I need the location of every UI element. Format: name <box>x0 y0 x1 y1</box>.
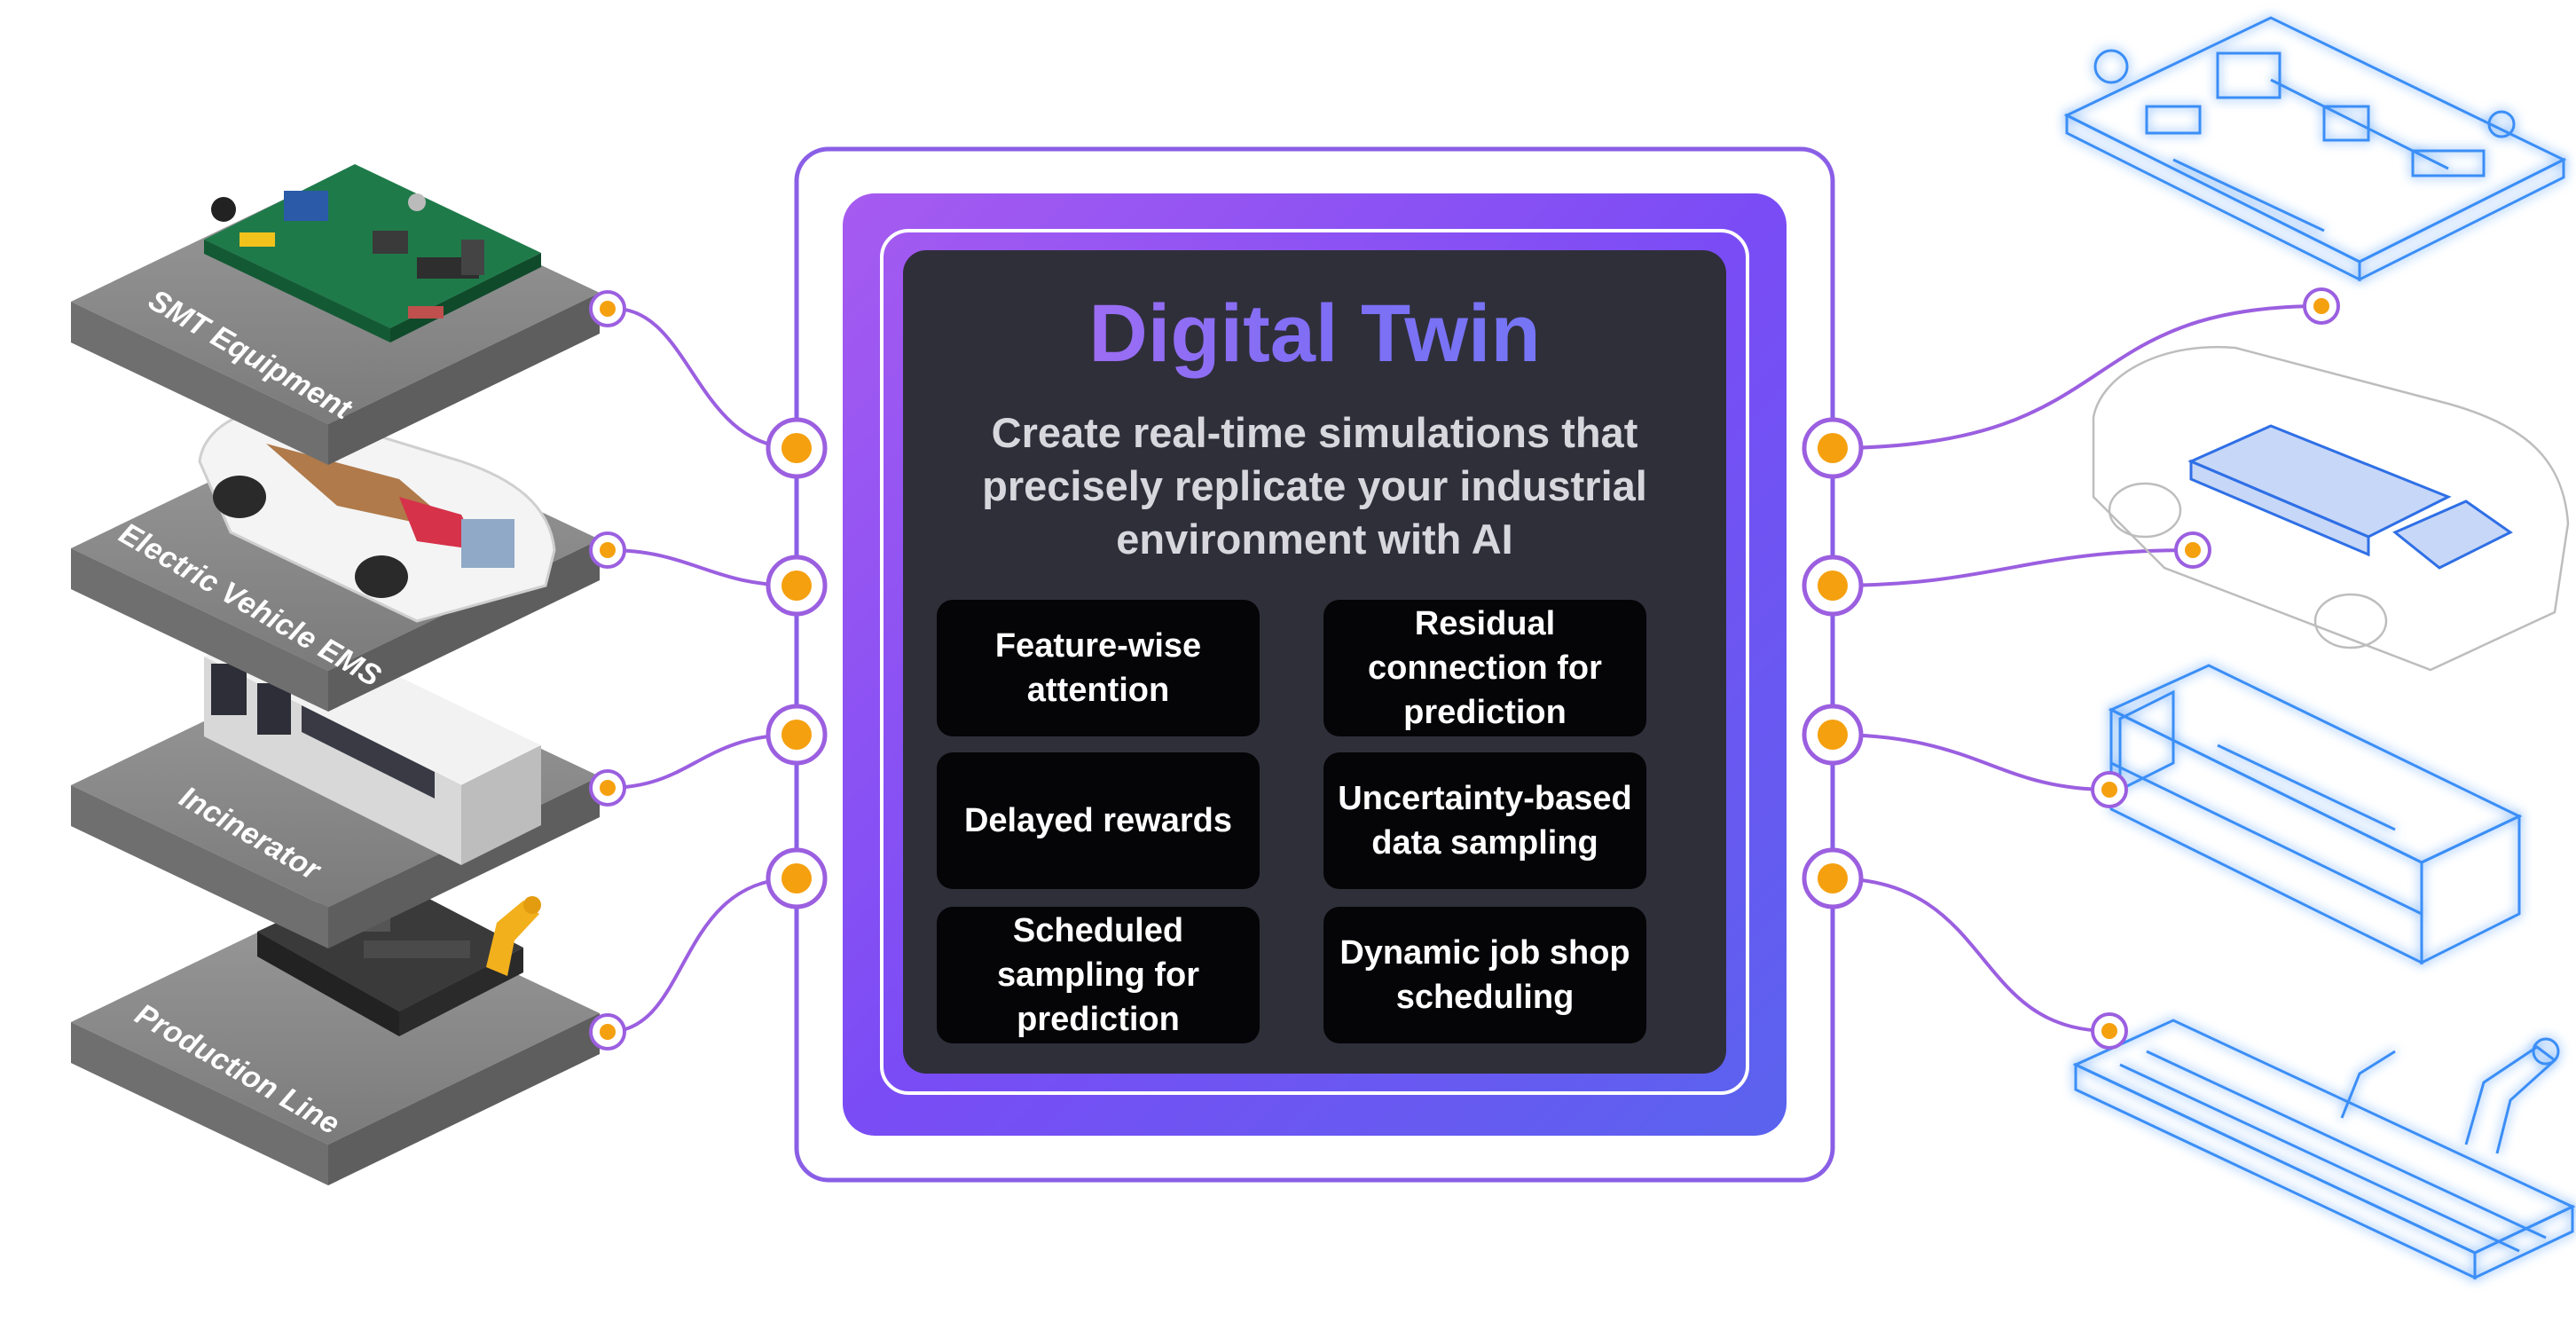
electric-car-icon <box>198 407 556 623</box>
feature-label: Residual connection for prediction <box>1368 605 1602 731</box>
frame-node-left-2 <box>766 555 828 617</box>
feature-card-job-shop-scheduling: Dynamic job shop scheduling <box>1323 907 1646 1043</box>
left-connectors <box>607 306 797 1034</box>
feature-card-scheduled-sampling: Scheduled sampling for prediction <box>937 907 1260 1043</box>
feature-label: Delayed rewards <box>963 802 1233 839</box>
feature-card-residual-connection: Residual connection for prediction <box>1323 600 1646 736</box>
production-line-wireframe-node <box>2091 1012 2128 1050</box>
car-wireframe-node <box>2174 531 2211 569</box>
frame-node-right-3 <box>1802 704 1864 766</box>
feature-label: Scheduled sampling for prediction <box>996 912 1200 1038</box>
frame-node-left-3 <box>766 704 828 766</box>
node-smt <box>589 290 626 327</box>
panel-subtitle: Create real-time simulations that precis… <box>982 409 1647 563</box>
frame-node-right-1 <box>1802 417 1864 479</box>
production-line-wireframe-icon <box>2072 1019 2576 1280</box>
incinerator-wireframe-icon <box>2108 664 2523 965</box>
tile-production-line: Production Line <box>71 874 600 1185</box>
frame-node-left-1 <box>766 417 828 479</box>
left-connector-nodes <box>589 290 828 1051</box>
frame-node-left-4 <box>766 847 828 909</box>
right-connector-nodes <box>1802 417 1864 909</box>
feature-card-delayed-rewards: Delayed rewards <box>937 752 1260 889</box>
car-wireframe-icon <box>2092 345 2570 672</box>
node-production-line <box>589 1013 626 1051</box>
feature-card-uncertainty-sampling: Uncertainty-based data sampling <box>1323 752 1646 889</box>
panel-title: Digital Twin <box>903 287 1726 381</box>
node-incinerator <box>589 769 626 807</box>
outer-frame <box>794 146 1835 1183</box>
right-connectors <box>1832 304 2322 1033</box>
pcb-wireframe-node <box>2303 287 2340 325</box>
pcb-board-icon <box>204 164 541 342</box>
digital-twin-panel: Digital Twin Create real-time simulation… <box>903 250 1726 1074</box>
node-ev <box>589 531 626 569</box>
incinerator-wireframe-node <box>2091 771 2128 808</box>
feature-label: Dynamic job shop scheduling <box>1339 934 1630 1016</box>
inner-white-line <box>880 229 1749 1095</box>
pcb-wireframe-icon <box>2063 16 2567 282</box>
feature-label: Uncertainty-based data sampling <box>1338 780 1632 862</box>
frame-node-right-4 <box>1802 847 1864 909</box>
feature-label: Feature-wise attention <box>994 627 1202 709</box>
car-battery-wireframe <box>2187 424 2513 570</box>
feature-card-feature-wise-attention: Feature-wise attention <box>937 600 1260 736</box>
tile-smt-equipment: SMT Equipment <box>71 164 600 465</box>
frame-node-right-2 <box>1802 555 1864 617</box>
